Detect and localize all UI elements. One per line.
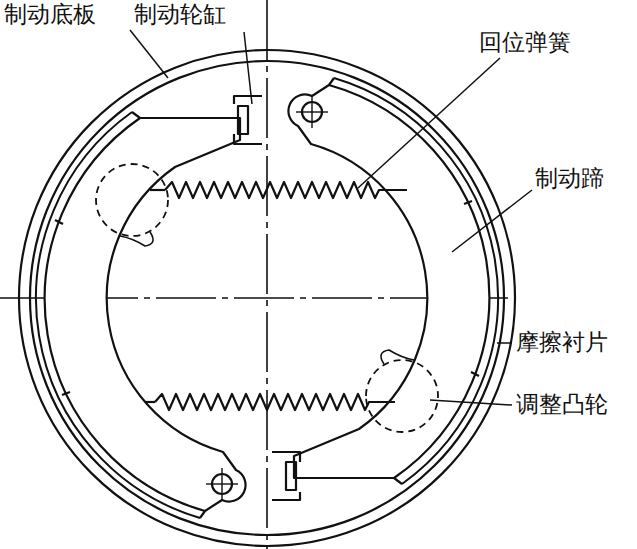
part-label: 制动蹄 <box>533 166 606 191</box>
part-label: 制动底板 <box>2 2 98 27</box>
part-label: 回位弹簧 <box>477 30 573 55</box>
part-label: 调整凸轮 <box>514 392 610 417</box>
part-label: 制动轮缸 <box>132 2 228 27</box>
part-label: 摩擦衬片 <box>514 330 610 355</box>
